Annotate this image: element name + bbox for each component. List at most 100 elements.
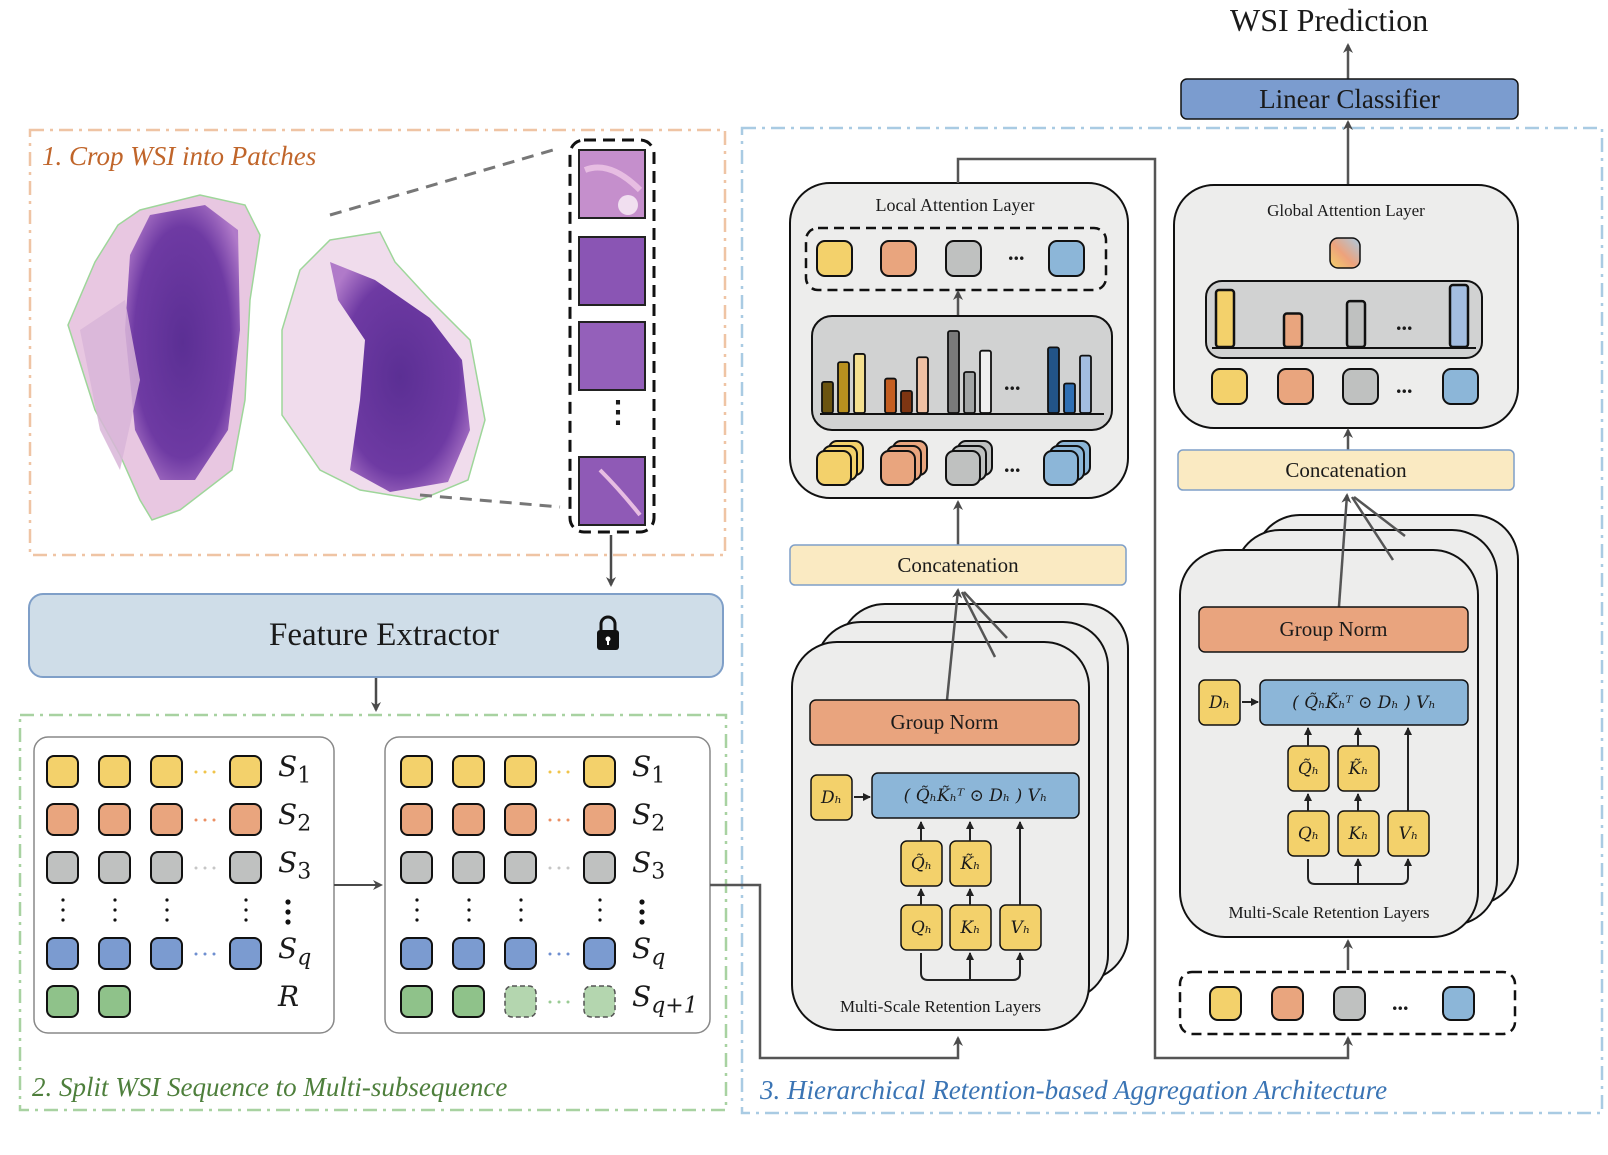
token-gray [452, 851, 485, 884]
ellipsis-dot [212, 952, 216, 956]
global-input-token [1209, 986, 1242, 1021]
vertical-ellipsis-dot [285, 899, 291, 905]
ellipsis-dot [194, 818, 198, 822]
vertical-ellipsis-dot [639, 909, 645, 915]
token-blue [98, 937, 131, 970]
token-blue [229, 937, 262, 970]
token-yellow [150, 755, 183, 788]
ellipsis-dot [566, 866, 570, 870]
global-formula-box [1259, 679, 1469, 726]
local-Qt-label: Q̃ₕ [910, 853, 933, 874]
ellipsis-dot [557, 770, 561, 774]
local-stacked-token [945, 450, 981, 486]
global-token [1342, 368, 1379, 405]
token-padding [583, 985, 616, 1018]
ellipsis-dot [566, 952, 570, 956]
local-attention-bar [821, 380, 834, 414]
vertical-ellipsis-dot [61, 908, 65, 912]
vertical-ellipsis-dot [639, 919, 645, 925]
global-attention-weights-panel [1205, 280, 1483, 359]
ellipsis-dot [548, 866, 552, 870]
vertical-ellipsis-dot [415, 908, 419, 912]
vertical-ellipsis-dot [598, 898, 602, 902]
patches-ellipsis: ⋮ [603, 396, 633, 429]
token-blue [400, 937, 433, 970]
connector-to-local [710, 883, 963, 1060]
token-blue [150, 937, 183, 970]
ellipsis-dot [566, 770, 570, 774]
token-gray [400, 851, 433, 884]
token-green [400, 985, 433, 1018]
local-concatenation-label: Concatenation [897, 552, 1019, 577]
token-blue [46, 937, 79, 970]
subsequence-label: Sq [278, 932, 312, 971]
local-V-label: Vₕ [1010, 917, 1031, 938]
patch-column-frame [568, 138, 656, 534]
local-attention-bar [1047, 346, 1060, 414]
connector-local-to-global [956, 157, 1353, 1060]
token-orange [452, 803, 485, 836]
section-1-title: 1. Crop WSI into Patches [42, 141, 317, 171]
token-gray [150, 851, 183, 884]
wsi-slide-right [281, 231, 486, 501]
global-D-box [1198, 679, 1241, 726]
global-pooled-token [1329, 237, 1361, 269]
vertical-ellipsis-dot [244, 908, 248, 912]
token-yellow [46, 755, 79, 788]
ellipsis-dot [548, 1000, 552, 1004]
section-3-border [740, 126, 1604, 1115]
local-attention-bar [884, 377, 897, 414]
vertical-ellipsis-dot [165, 908, 169, 912]
token-orange [229, 803, 262, 836]
local-stacks-ellipsis: ... [1004, 452, 1021, 477]
global-attention-bar [1214, 288, 1236, 349]
ellipsis-dot [557, 818, 561, 822]
token-green [46, 985, 79, 1018]
ellipsis-dot [194, 770, 198, 774]
local-stacked-token [1043, 450, 1079, 486]
global-group-norm-label: Group Norm [1279, 617, 1388, 641]
patch-n [578, 456, 646, 526]
token-green [452, 985, 485, 1018]
vertical-ellipsis-dot [61, 898, 65, 902]
ellipsis-dot [557, 952, 561, 956]
vertical-ellipsis-dot [639, 899, 645, 905]
global-attention-bar [1448, 283, 1470, 349]
local-stacked-token [880, 450, 916, 486]
local-K-label: Kₕ [960, 917, 981, 938]
global-formula-label: ( Q̃ₕK̃ₕᵀ ⊙ Dₕ ) Vₕ [1292, 692, 1436, 713]
ellipsis-dot [212, 866, 216, 870]
token-orange [504, 803, 537, 836]
token-padding [504, 985, 537, 1018]
local-Kt-label: K̃ₕ [960, 853, 981, 874]
feature-extractor-label: Feature Extractor [269, 617, 499, 653]
local-attention-bar [900, 389, 913, 414]
global-attention-bar [1345, 299, 1367, 349]
subsequence-label: S3 [632, 846, 666, 885]
local-attention-bar [947, 330, 960, 414]
local-attention-bar [916, 356, 929, 414]
global-token [1277, 368, 1314, 405]
global-token [1442, 368, 1479, 405]
ellipsis-dot [557, 866, 561, 870]
vertical-ellipsis-dot [519, 908, 523, 912]
wsi-prediction-title: WSI Prediction [1230, 2, 1429, 38]
ellipsis-dot [194, 952, 198, 956]
global-V-label: Vₕ [1398, 823, 1419, 844]
vertical-ellipsis-dot [285, 909, 291, 915]
subsequence-label: S1 [632, 750, 666, 789]
linear-classifier-label: Linear Classifier [1259, 83, 1440, 114]
ellipsis-dot [194, 866, 198, 870]
global-Q-label: Qₕ [1297, 823, 1320, 844]
global-token [1211, 368, 1248, 405]
linear-classifier-box [1180, 78, 1519, 120]
local-attention-bar [1079, 354, 1092, 414]
token-yellow [504, 755, 537, 788]
local-formula-box [871, 772, 1080, 819]
section-3-title: 3. Hierarchical Retention-based Aggregat… [760, 1075, 1388, 1105]
zoom-line-bottom [419, 493, 561, 509]
vertical-ellipsis-dot [113, 918, 117, 922]
token-yellow [229, 755, 262, 788]
vertical-ellipsis-dot [165, 918, 169, 922]
